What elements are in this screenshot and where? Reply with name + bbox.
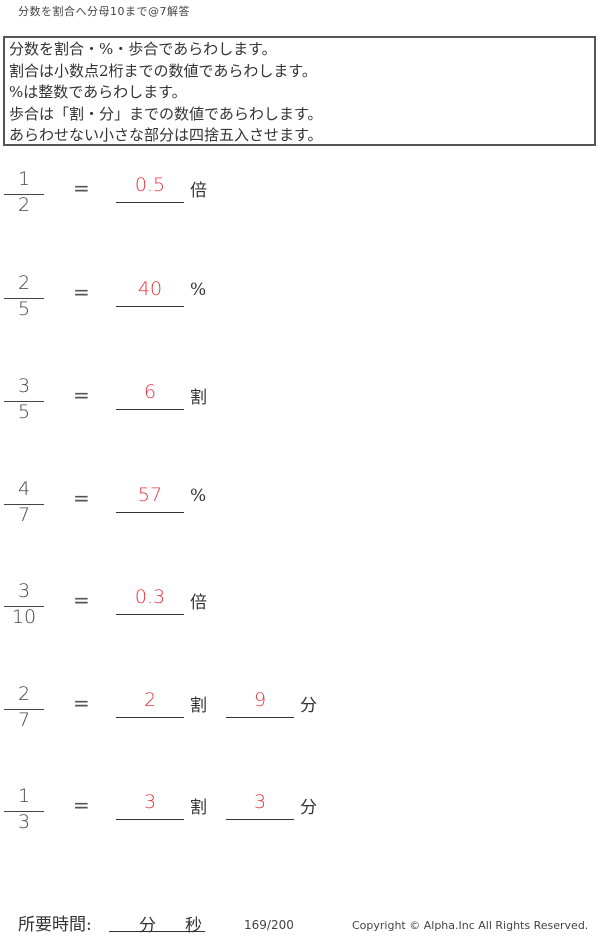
denominator: 7 xyxy=(17,504,31,526)
fraction: 4 7 xyxy=(0,478,48,538)
answer-line xyxy=(116,819,184,820)
answer-unit: 割 xyxy=(190,388,207,408)
numerator: 3 xyxy=(17,375,31,397)
denominator: 3 xyxy=(17,811,31,833)
problem-row: 4 7 = 57 % xyxy=(0,478,600,542)
answer-unit: 割 xyxy=(190,798,207,818)
answer-unit: 倍 xyxy=(190,181,207,201)
equals-sign: = xyxy=(73,793,90,817)
answer-value: 3 xyxy=(143,791,157,813)
fraction-bar xyxy=(4,194,44,195)
equals-sign: = xyxy=(73,486,90,510)
denominator: 5 xyxy=(17,298,31,320)
answer-line-secondary xyxy=(226,717,294,718)
time-required-label: 所要時間: xyxy=(18,915,92,935)
answer-line xyxy=(116,614,184,615)
answer-unit: 割 xyxy=(190,696,207,716)
answer-value: 40 xyxy=(137,278,163,300)
problem-row: 3 10 = 0.3 倍 xyxy=(0,580,600,644)
problem-row: 1 3 = 3 割 3 分 xyxy=(0,785,600,849)
answer-unit: % xyxy=(190,280,207,300)
numerator: 1 xyxy=(17,168,31,190)
equals-sign: = xyxy=(73,176,90,200)
instruction-line: %は整数であらわします。 xyxy=(9,83,187,101)
fraction-bar xyxy=(4,504,44,505)
answer-value: 0.5 xyxy=(134,174,166,196)
denominator: 5 xyxy=(17,401,31,423)
answer-value-secondary: 3 xyxy=(253,791,267,813)
numerator: 2 xyxy=(17,683,31,705)
fraction-bar xyxy=(4,401,44,402)
fraction-bar xyxy=(4,606,44,607)
instruction-line: 歩合は「割・分」までの数値であらわします。 xyxy=(9,104,323,123)
answer-line-secondary xyxy=(226,819,294,820)
answer-line xyxy=(116,306,184,307)
answer-value: 2 xyxy=(143,689,157,711)
numerator: 2 xyxy=(17,272,31,294)
fraction: 1 3 xyxy=(0,785,48,845)
denominator: 10 xyxy=(11,606,37,628)
equals-sign: = xyxy=(73,691,90,715)
denominator: 2 xyxy=(17,194,31,216)
numerator: 3 xyxy=(17,580,31,602)
fraction: 2 7 xyxy=(0,683,48,743)
answer-unit: 倍 xyxy=(190,593,207,613)
answer-line xyxy=(116,409,184,410)
denominator: 7 xyxy=(17,709,31,731)
answer-value: 0.3 xyxy=(134,586,166,608)
problem-row: 2 7 = 2 割 9 分 xyxy=(0,683,600,747)
fraction: 2 5 xyxy=(0,272,48,332)
instruction-line: あらわせない小さな部分は四捨五入させます。 xyxy=(9,126,323,144)
numerator: 1 xyxy=(17,785,31,807)
problem-row: 2 5 = 40 % xyxy=(0,272,600,336)
answer-unit-secondary: 分 xyxy=(300,696,317,716)
seconds-label: 秒 xyxy=(185,916,202,936)
minutes-label: 分 xyxy=(139,916,156,936)
answer-line xyxy=(116,202,184,203)
equals-sign: = xyxy=(73,588,90,612)
fraction-bar xyxy=(4,709,44,710)
instructions-box: 分数を割合・%・歩合であらわします。 割合は小数点2桁までの数値であらわします。… xyxy=(3,36,596,146)
copyright-notice: Copyright © Alpha.Inc All Rights Reserve… xyxy=(352,919,589,932)
instruction-line: 分数を割合・%・歩合であらわします。 xyxy=(9,40,277,58)
numerator: 4 xyxy=(17,478,31,500)
equals-sign: = xyxy=(73,280,90,304)
time-required-blank xyxy=(109,931,205,932)
fraction-bar xyxy=(4,811,44,812)
answer-value: 57 xyxy=(137,484,163,506)
fraction: 3 10 xyxy=(0,580,48,640)
answer-value-secondary: 9 xyxy=(253,689,267,711)
answer-unit: % xyxy=(190,486,207,506)
equals-sign: = xyxy=(73,383,90,407)
worksheet-title: 分数を割合へ分母10まで@7解答 xyxy=(18,5,190,18)
instruction-line: 割合は小数点2桁までの数値であらわします。 xyxy=(9,61,317,80)
answer-line xyxy=(116,512,184,513)
fraction-bar xyxy=(4,298,44,299)
page-number: 169/200 xyxy=(244,918,294,932)
fraction: 3 5 xyxy=(0,375,48,435)
problem-row: 1 2 = 0.5 倍 xyxy=(0,168,600,232)
problem-row: 3 5 = 6 割 xyxy=(0,375,600,439)
fraction: 1 2 xyxy=(0,168,48,228)
answer-line xyxy=(116,717,184,718)
answer-value: 6 xyxy=(143,381,157,403)
answer-unit-secondary: 分 xyxy=(300,798,317,818)
